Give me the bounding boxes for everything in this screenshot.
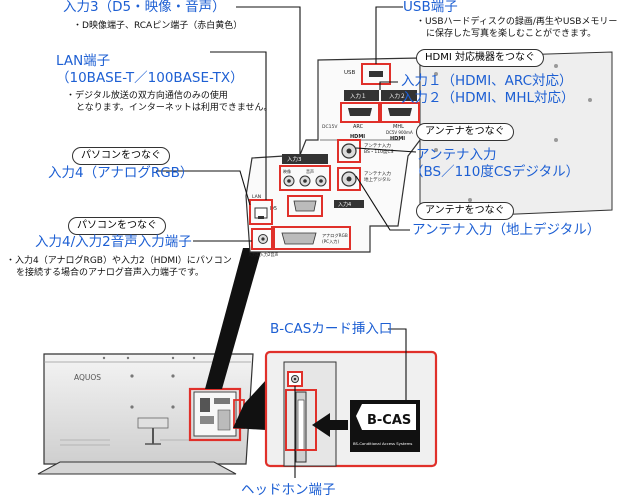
label-input4-audio: 入力4/入力2音声入力端子 [35, 234, 192, 250]
zoom-wedge-panel [205, 248, 262, 389]
bcas-card-sub: BS-Conditional Access Systems [353, 441, 412, 446]
note-lan-1: ・デジタル放送の双方向通信のみの使用 [66, 91, 228, 101]
note-usb-1: ・USBハードディスクの録画/再生やUSBメモリー [416, 17, 618, 27]
input3-rca-box [279, 165, 331, 191]
svg-text:入力4/入力2音声: 入力4/入力2音声 [248, 251, 278, 257]
insert-arrow [312, 413, 348, 437]
label-lan-spec: （10BASE-T／100BASE-TX） [56, 70, 244, 86]
note-usb-2: に保存した写真を楽しむことができます。 [426, 29, 597, 39]
svg-text:D5: D5 [270, 206, 277, 212]
svg-text:BS・110度CS: BS・110度CS [364, 148, 394, 155]
label-input4: 入力4（アナログRGB） [48, 165, 194, 181]
tv-brand: AQUOS [74, 373, 101, 382]
svg-text:HDMI: HDMI [390, 136, 405, 142]
svg-text:アナログRGB: アナログRGB [322, 232, 348, 239]
svg-text:USB: USB [344, 70, 356, 76]
label-headphone: ヘッドホン端子 [241, 482, 336, 498]
badge-connect-antenna-1: アンテナをつなぐ [416, 123, 514, 141]
hdmi2-box [380, 102, 420, 123]
note-input3: ・D映像端子、RCAピン端子（赤白黄色） [73, 21, 243, 31]
badge-connect-pc-2: パソコンをつなぐ [68, 217, 166, 235]
svg-text:音声: 音声 [306, 168, 314, 174]
tv-vents [60, 439, 190, 446]
antenna-bs-box [337, 139, 361, 163]
label-antenna-bs: アンテナ入力 [416, 147, 497, 163]
svg-text:入力２: 入力２ [389, 92, 406, 100]
svg-text:アンテナ入力: アンテナ入力 [364, 170, 391, 177]
hdmi1-port [348, 108, 372, 116]
svg-text:HDMI: HDMI [350, 134, 365, 140]
svg-text:(PC入力): (PC入力) [322, 238, 339, 245]
svg-text:DC15V: DC15V [322, 124, 338, 130]
badge-connect-antenna-2: アンテナをつなぐ [416, 202, 514, 220]
tv-stand-base [37, 461, 237, 475]
bcas-inset: B-CAS BS-Conditional Access Systems [264, 350, 438, 468]
svg-text:アンテナ入力: アンテナ入力 [364, 142, 391, 149]
svg-text:DC5V 900mA: DC5V 900mA [386, 130, 413, 135]
label-lan: LAN端子 [56, 53, 111, 69]
rgb-connector [281, 232, 317, 245]
note-input4-audio-1: ・入力4（アナログRGB）や入力2（HDMI）にパソコン [6, 256, 232, 266]
antenna-terrestrial-box [337, 167, 361, 191]
svg-text:MHL: MHL [393, 124, 404, 130]
svg-text:地上デジタル: 地上デジタル [364, 176, 391, 183]
bcas-card-title: B-CAS [367, 413, 411, 428]
tv-stand-mount [137, 417, 169, 445]
lan-port-box [249, 199, 273, 225]
label-bcas-slot: B-CASカード挿入口 [270, 321, 393, 337]
zoom-wedge-bcas [233, 380, 266, 430]
label-hdmi2: 入力２（HDMI、MHL対応） [401, 90, 575, 106]
label-usb: USB端子 [403, 0, 458, 15]
leader-lines [156, 6, 417, 242]
hdmi1-box [340, 102, 380, 123]
terminal-panel: USB 入力１ 入力２ ARC MHL DC5V 900mA HDMI HDMI… [245, 51, 613, 257]
svg-text:入力１: 入力１ [350, 92, 367, 100]
audio-in-box [251, 228, 275, 250]
svg-text:入力4: 入力4 [338, 201, 351, 208]
label-antenna-terrestrial: アンテナ入力（地上デジタル） [412, 222, 601, 238]
label-antenna-bs-spec: （BS／110度CSデジタル） [410, 164, 580, 180]
svg-text:LAN: LAN [252, 194, 261, 200]
tv-screw-holes [102, 356, 196, 409]
d5-connector [293, 200, 317, 212]
bcas-slot-box [285, 389, 317, 451]
note-lan-2: となります。インターネットは利用できません。 [76, 103, 273, 113]
svg-text:ARC: ARC [353, 124, 364, 130]
usb-port [369, 71, 383, 77]
svg-text:映像: 映像 [283, 168, 291, 174]
tv-back: AQUOS [37, 353, 254, 475]
hdmi2-port [388, 108, 412, 116]
label-input3: 入力3（D5・映像・音声） [63, 0, 226, 15]
note-input4-audio-2: を接続する場合のアナログ音声入力端子です。 [16, 268, 204, 278]
label-hdmi1: 入力１（HDMI、ARC対応） [401, 73, 573, 89]
badge-connect-hdmi: HDMI 対応機器をつなぐ [416, 49, 544, 67]
svg-text:入力3: 入力3 [287, 155, 302, 163]
input4-rgb-box [271, 226, 351, 250]
badge-connect-pc-1: パソコンをつなぐ [72, 147, 170, 165]
d5-box [287, 195, 323, 217]
